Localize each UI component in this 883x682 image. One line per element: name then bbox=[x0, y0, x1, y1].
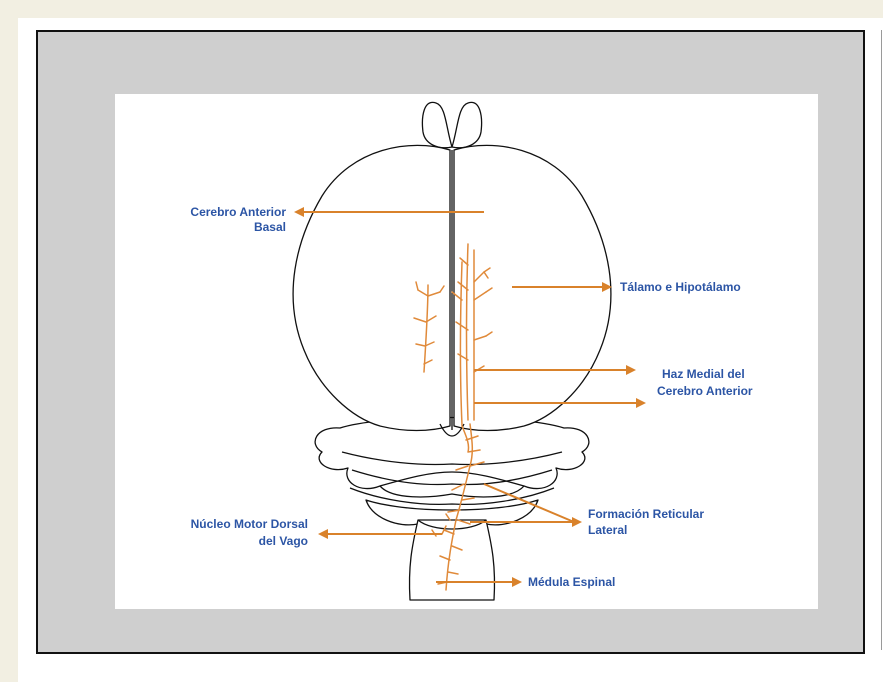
label-reticular-line2: Lateral bbox=[588, 523, 627, 537]
cerebellum bbox=[315, 418, 589, 505]
label-mfb-line2: Cerebro Anterior bbox=[657, 384, 753, 398]
spinal-cord bbox=[409, 520, 494, 600]
label-vagus-line2: del Vago bbox=[259, 534, 308, 548]
label-forebrain-line2: Basal bbox=[254, 220, 286, 234]
label-forebrain-line1: Cerebro Anterior bbox=[190, 205, 286, 219]
label-reticular-line1: Formación Reticular bbox=[588, 507, 704, 521]
label-mfb-line1: Haz Medial del bbox=[662, 367, 745, 381]
cerebral-hemispheres bbox=[293, 145, 611, 436]
olfactory-bulbs bbox=[422, 102, 481, 147]
label-vagus-line1: Núcleo Motor Dorsal bbox=[191, 517, 308, 531]
label-thalamus: Tálamo e Hipotálamo bbox=[620, 280, 741, 294]
label-spinal: Médula Espinal bbox=[528, 575, 615, 589]
